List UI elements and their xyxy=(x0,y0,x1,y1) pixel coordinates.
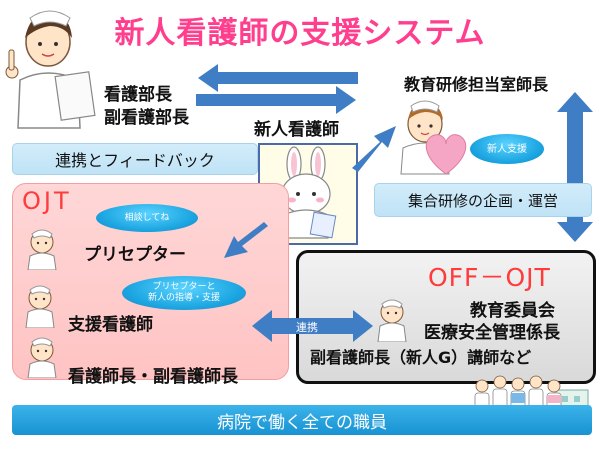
heart-icon xyxy=(425,134,467,175)
feedback-bar: 連携とフィードバック xyxy=(12,143,258,175)
ojt-title: OJT xyxy=(22,187,72,215)
role-safety-manager: 医療安全管理係長 xyxy=(424,323,560,343)
off-ojt-title: OFF－OJT xyxy=(428,263,551,292)
rabbit-nurse-icon xyxy=(281,146,337,239)
head-nurse-small-icon xyxy=(27,337,57,378)
support-nurse-icon xyxy=(25,285,55,328)
vertical-arrow-icon xyxy=(557,92,593,242)
head-nurse-icon xyxy=(5,10,96,129)
new-nurse-label: 新人看護師 xyxy=(254,120,339,140)
all-staff-bar: 病院で働く全ての職員 xyxy=(12,405,592,435)
preceptor-nurse-icon xyxy=(27,229,57,270)
consult-bubble: 相談してね xyxy=(96,204,198,232)
cooperation-label: 連携 xyxy=(296,321,318,334)
arrow-to-preceptor-icon xyxy=(224,222,268,258)
off-ojt-panel xyxy=(296,250,596,384)
training-bar: 集合研修の企画・運営 xyxy=(374,183,592,217)
head-nurse-label: 看護部長 副看護部長 xyxy=(104,85,189,128)
cooperation-arrow-icon xyxy=(252,310,373,342)
role-head-nurse: 看護師長・副看護師長 xyxy=(68,367,238,387)
exchange-arrows-icon xyxy=(196,64,358,114)
page-title: 新人看護師の支援システム xyxy=(114,16,486,51)
arrow-to-education-icon xyxy=(352,126,396,172)
role-education-committee: 教育委員会 xyxy=(470,301,555,321)
support-bubble: 新人支援 xyxy=(470,134,544,164)
role-lecturers: 副看護師長（新人G）講師など xyxy=(310,348,532,367)
role-support-nurse: 支援看護師 xyxy=(68,315,153,335)
off-ojt-nurse-icon xyxy=(377,299,407,342)
role-preceptor: プリセプター xyxy=(84,245,186,265)
guidance-bubble: プリセプターと新人の指導・支援 xyxy=(122,276,246,310)
education-manager-label: 教育研修担当室師長 xyxy=(404,75,549,94)
